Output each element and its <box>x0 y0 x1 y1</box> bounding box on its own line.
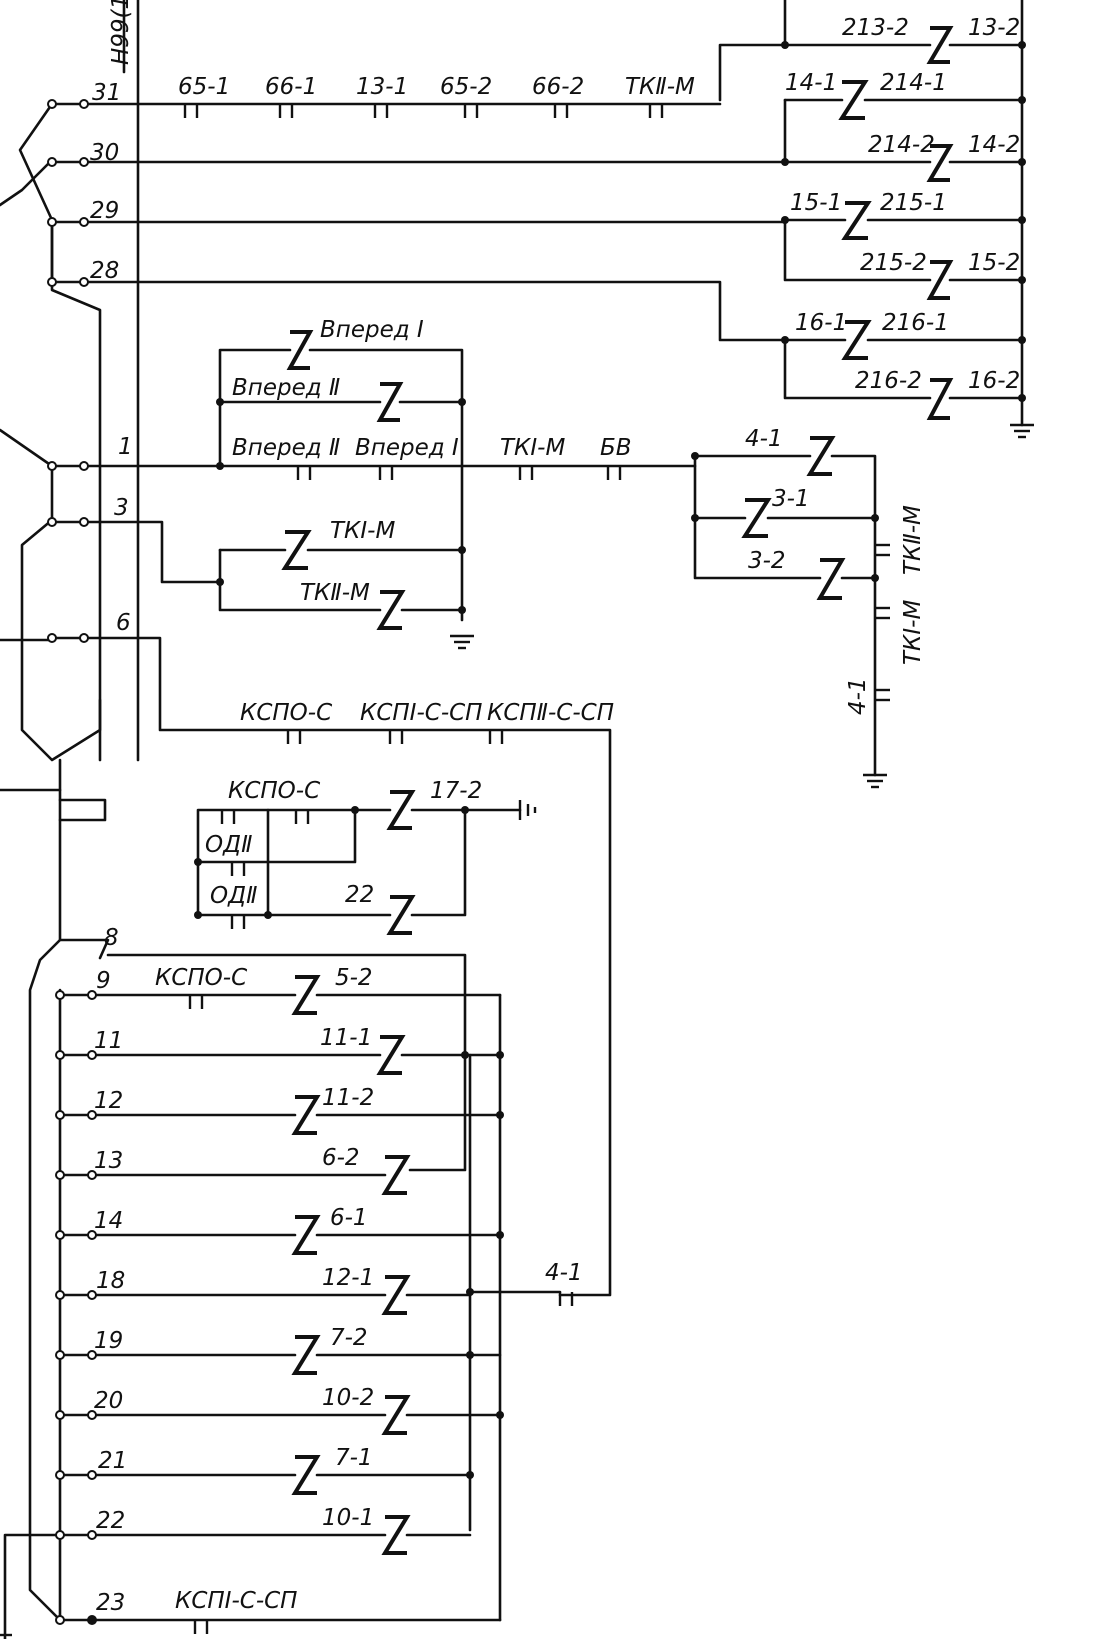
terminal-3: 3 <box>114 495 129 521</box>
contact-ksp1-6: КСПⅠ-С-СП <box>360 700 482 726</box>
line-1: Вперед Ⅱ Вперед I ТКⅠ-М БВ <box>47 435 699 480</box>
relay-15-1: 15-1 <box>790 190 842 216</box>
coil-10-1: 10-1 <box>322 1505 374 1531</box>
lines-30-29-28 <box>47 157 787 342</box>
terminal-12: 12 <box>94 1088 123 1114</box>
coil-7-2: 7-2 <box>330 1325 368 1351</box>
relay-215-2: 215-2 <box>860 250 927 276</box>
branch-4-1-3: 4-1 3-1 3-2 ТКⅡ-М ТКⅠ-М 4-1 <box>691 426 926 789</box>
terminal-11: 11 <box>94 1028 123 1054</box>
coil-10-2: 10-2 <box>322 1385 374 1411</box>
coil-22: 22 <box>345 882 374 908</box>
line-31: 65-1 66-1 13-1 65-2 66-2 ТКⅡ-М <box>47 74 722 118</box>
relay-13-2: 13-2 <box>968 15 1020 41</box>
terminal-22: 22 <box>96 1508 125 1534</box>
terminal-29: 29 <box>90 198 119 224</box>
contact-66-1: 66-1 <box>265 74 317 100</box>
coil-vpered-1: Вперед I <box>320 317 424 343</box>
terminal-19: 19 <box>94 1328 123 1354</box>
line-3: ТКⅠ-М ТКⅡ-М <box>47 517 474 650</box>
relay-14-1: 14-1 <box>785 70 837 96</box>
terminal-31: 31 <box>92 80 121 106</box>
contact-odp-2: ОДⅡ <box>210 883 257 909</box>
contact-tk1m-vert: ТКⅠ-М <box>900 600 926 665</box>
coil-11-1: 11-1 <box>320 1025 372 1051</box>
terminal-8: 8 <box>104 925 119 951</box>
relay-216-1: 216-1 <box>882 310 949 336</box>
terminal-28: 28 <box>90 258 119 284</box>
lower-rows: 9 КСПО-С 5-2 11 11-1 12 11-2 13 6-2 14 6… <box>55 965 504 1634</box>
terminal-14: 14 <box>94 1208 123 1234</box>
relay-214-1: 214-1 <box>880 70 947 96</box>
terminal-labels-upper: 31 30 29 28 1 3 6 8 <box>90 80 133 951</box>
contact-13-1: 13-1 <box>356 74 408 100</box>
ground-symbol-branch <box>863 773 887 789</box>
terminal-18: 18 <box>96 1268 125 1294</box>
line-6: КСПО-С КСПⅠ-С-СП КСПⅡ-С-СП <box>47 633 614 1297</box>
odp-block: КСПО-С 17-2 22 ОДⅡ ОДⅡ <box>194 778 537 935</box>
contact-kspo-c-odp: КСПО-С <box>228 778 320 804</box>
coil-tk2m-3: ТКⅡ-М <box>300 580 370 606</box>
coil-5-2: 5-2 <box>335 965 373 991</box>
relay-16-1: 16-1 <box>795 310 847 336</box>
coil-6-1: 6-1 <box>330 1205 368 1231</box>
contact-65-2: 65-2 <box>440 74 492 100</box>
contact-tk2m-vert: ТКⅡ-М <box>900 505 926 575</box>
relay-213-2: 213-2 <box>842 15 909 41</box>
relay-215-1: 215-1 <box>880 190 947 216</box>
relay-14-2: 14-2 <box>968 132 1020 158</box>
relay-216-2: 216-2 <box>855 368 922 394</box>
coil-4-1: 4-1 <box>745 426 783 452</box>
ground-symbol-3 <box>450 634 474 650</box>
terminal-23: 23 <box>96 1590 125 1616</box>
contact-tk2m-31: ТКⅡ-М <box>625 74 695 100</box>
terminal-9: 9 <box>96 968 111 994</box>
contact-kspo-c-9: КСПО-С <box>155 965 247 991</box>
coil-12-1: 12-1 <box>322 1265 374 1291</box>
relay-15-2: 15-2 <box>968 250 1020 276</box>
relay-214-2: 214-2 <box>868 132 935 158</box>
contact-65-1: 65-1 <box>178 74 230 100</box>
contact-4-1-vert: 4-1 <box>845 677 871 715</box>
terminal-20: 20 <box>94 1388 123 1414</box>
contact-tk1m-1: ТКⅠ-М <box>500 435 565 461</box>
contact-bv: БВ <box>600 435 632 461</box>
terminal-6: 6 <box>116 610 131 636</box>
contact-odp-1: ОДⅡ <box>205 832 252 858</box>
contact-ksp1-23: КСПⅠ-С-СП <box>175 1588 297 1614</box>
lower-ladder: 4-1 <box>106 953 583 1622</box>
connector-label: Н99(1 <box>108 0 134 65</box>
contact-vpered-1: Вперед I <box>355 435 459 461</box>
contact-ksp2-6: КСПⅡ-С-СП <box>487 700 614 726</box>
coil-vpered-2: Вперед Ⅱ <box>232 375 340 401</box>
coil-3-2: 3-2 <box>748 548 786 574</box>
coil-tk1m-3: ТКⅠ-М <box>330 518 395 544</box>
coil-11-2: 11-2 <box>322 1085 374 1111</box>
terminal-1: 1 <box>118 434 133 460</box>
coil-6-2: 6-2 <box>322 1145 360 1171</box>
coil-7-1: 7-1 <box>335 1445 373 1471</box>
contact-66-2: 66-2 <box>532 74 584 100</box>
terminal-13: 13 <box>94 1148 123 1174</box>
coil-3-1: 3-1 <box>772 486 810 512</box>
ground-symbol <box>1010 423 1034 439</box>
contact-4-1-right: 4-1 <box>545 1260 583 1286</box>
contact-kspo-c-6: КСПО-С <box>240 700 332 726</box>
right-relay-block: 213-2 13-2 14-1 214-1 214-2 14-2 15-1 21… <box>718 0 1034 439</box>
forward-block: Вперед I Вперед Ⅱ <box>216 317 466 622</box>
contact-vpered-2: Вперед Ⅱ <box>232 435 340 461</box>
terminal-21: 21 <box>98 1448 127 1474</box>
relay-16-2: 16-2 <box>968 368 1020 394</box>
coil-17-2: 17-2 <box>430 778 482 804</box>
connector-bus <box>0 0 140 1639</box>
